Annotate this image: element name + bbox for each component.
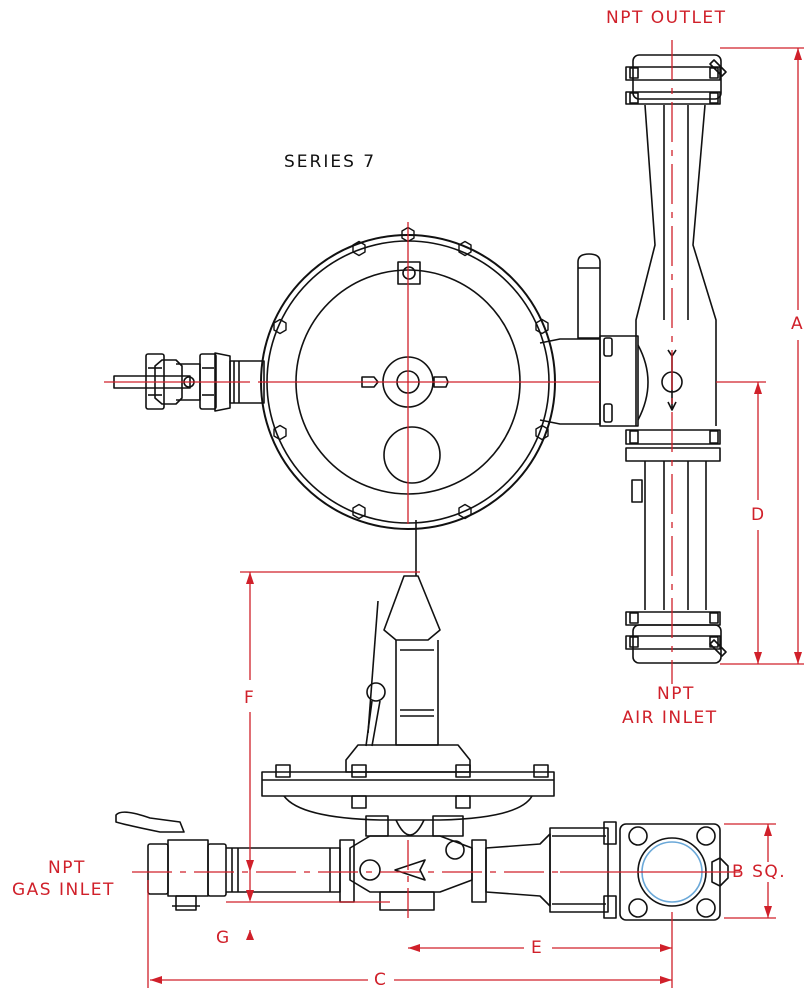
dimension-a: A [791,314,803,334]
dimension-d: D [751,505,765,525]
dimension-c: C [374,970,386,988]
dimension-lines [104,40,804,988]
outlet-pipe-assembly [625,54,727,664]
gas-inlet-valve-front [115,811,341,911]
dimension-e: E [531,938,542,958]
air-inlet-label: AIR INLET [622,708,718,728]
regulator-bonnet-front [365,520,441,747]
npt-gas-label: NPT [48,858,86,878]
outlet-connector-front [485,821,729,921]
diaphragm-housing-front [261,744,555,836]
connector-body-top-view [539,253,683,427]
dimension-g: G [216,928,230,948]
dimension-arrowheads [150,48,802,984]
npt-outlet-label: NPT OUTLET [606,8,727,28]
valve-body-front [339,815,487,911]
gas-inlet-label: GAS INLET [12,880,115,900]
dimension-f: F [244,688,254,708]
housing-bolts [273,226,549,520]
b-square-label: B SQ. [732,862,787,882]
series-title: SERIES 7 [284,152,377,172]
npt-air-label: NPT [657,684,695,704]
